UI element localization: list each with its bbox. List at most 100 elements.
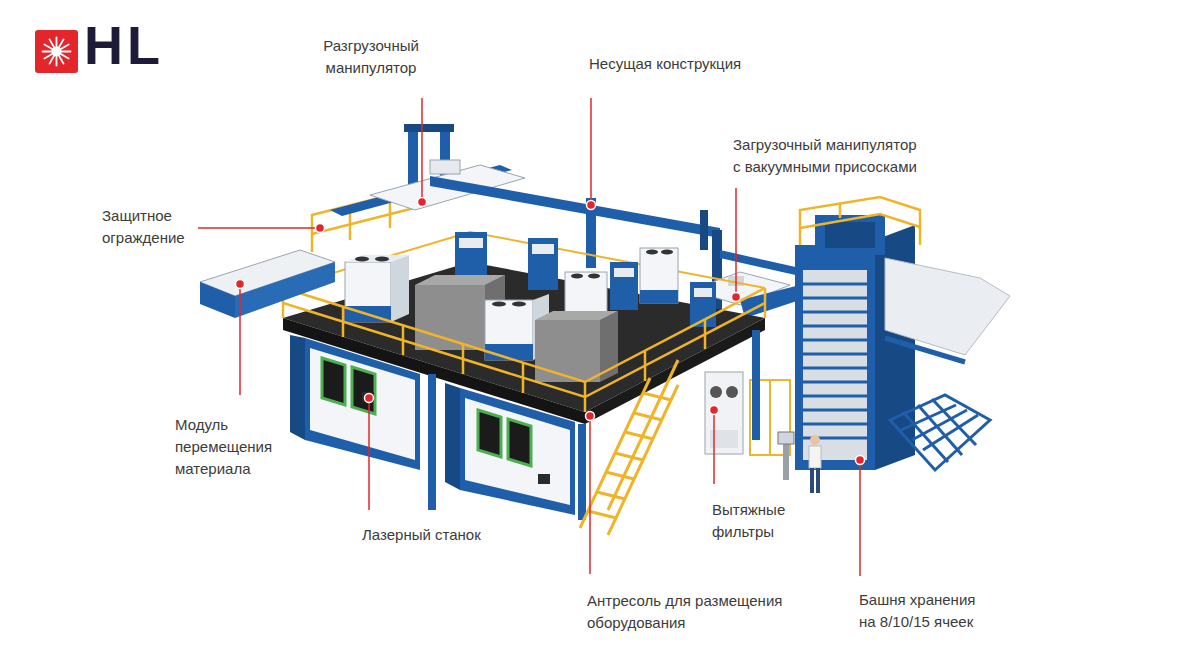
platform-equipment xyxy=(512,302,526,307)
loading-manipulator xyxy=(720,250,800,276)
platform-equipment xyxy=(391,255,409,322)
laser-machine xyxy=(352,367,375,414)
operator-kiosk xyxy=(810,435,820,445)
laser-machine xyxy=(460,388,575,515)
leader-line xyxy=(859,464,861,576)
platform-equipment xyxy=(345,262,391,322)
part-label: Антресоль для размещения оборудования xyxy=(587,590,822,634)
leader-dot xyxy=(732,293,741,302)
operator-kiosk xyxy=(778,432,821,493)
laser-machine xyxy=(445,383,460,490)
protective-fence xyxy=(769,380,771,455)
platform-equipment xyxy=(492,302,506,307)
storage-tower xyxy=(803,409,867,412)
storage-tower xyxy=(885,258,1010,355)
storage-tower xyxy=(803,297,867,300)
storage-tower xyxy=(839,204,842,218)
part-label: Разгрузочный манипулятор xyxy=(296,35,446,79)
unloading-manipulator xyxy=(330,124,525,216)
leader-line xyxy=(239,288,241,395)
stairs xyxy=(625,432,653,439)
operator-kiosk xyxy=(810,468,814,493)
stairs xyxy=(634,413,662,420)
part-label: Несущая конструкция xyxy=(589,53,741,75)
part-label: Лазерный станок xyxy=(362,524,481,546)
storage-tower xyxy=(803,423,867,426)
storage-tower xyxy=(740,197,1010,470)
storage-tower xyxy=(803,284,867,438)
leader-dot xyxy=(316,224,325,233)
transfer-module xyxy=(200,250,335,318)
part-label: Башня хранения на 8/10/15 ячеек xyxy=(859,589,985,633)
sheet-rack xyxy=(918,405,962,455)
platform-equipment xyxy=(375,257,389,262)
storage-tower xyxy=(815,215,885,255)
part-label: Модуль перемещения материала xyxy=(175,414,280,480)
storage-tower xyxy=(803,311,867,314)
platform-equipment xyxy=(640,290,678,303)
operator-kiosk xyxy=(816,468,820,493)
platform-equipment xyxy=(415,275,505,285)
storage-tower xyxy=(825,222,875,248)
logo-text: HL xyxy=(84,14,164,76)
storage-tower xyxy=(803,339,867,342)
stairs xyxy=(608,360,678,510)
stairs xyxy=(597,492,625,499)
leader-line xyxy=(589,420,591,574)
platform-equipment xyxy=(528,238,558,290)
sheet-rack xyxy=(890,395,990,470)
leader-line xyxy=(590,98,592,201)
platform-equipment xyxy=(588,274,600,279)
logo-mark xyxy=(35,30,78,73)
platform-equipment xyxy=(459,238,483,248)
railing xyxy=(342,307,345,337)
platform-equipment xyxy=(646,250,658,255)
platform-equipment xyxy=(535,311,618,320)
laser-machine xyxy=(478,410,501,457)
leader-line xyxy=(421,98,423,198)
support-column xyxy=(752,330,760,440)
leader-line xyxy=(713,414,715,484)
platform-equipment xyxy=(355,257,369,262)
leader-dot xyxy=(587,201,596,210)
logo-mark xyxy=(52,47,62,57)
leader-line xyxy=(198,227,316,229)
platform-equipment xyxy=(614,268,634,277)
storage-tower xyxy=(803,270,867,460)
sheet-rack xyxy=(890,395,990,470)
stairs xyxy=(606,472,634,479)
part-label: Вытяжные фильтры xyxy=(712,499,807,543)
platform-equipment xyxy=(535,320,600,382)
operator-kiosk xyxy=(783,440,789,480)
storage-tower xyxy=(800,197,920,245)
storage-tower xyxy=(803,325,867,328)
storage-tower xyxy=(740,285,800,318)
leader-line xyxy=(735,188,737,293)
exhaust-filter xyxy=(705,372,743,454)
leader-dot xyxy=(418,198,427,207)
support-column xyxy=(578,424,586,520)
support-structure xyxy=(430,176,720,238)
exhaust-filter xyxy=(710,386,722,398)
laser-machine xyxy=(310,348,415,460)
laser-machine xyxy=(322,358,345,405)
sheet-rack xyxy=(903,412,948,462)
platform-equipment xyxy=(345,255,409,262)
platform-equipment xyxy=(694,288,712,297)
platform-equipment xyxy=(610,262,638,310)
storage-tower xyxy=(803,395,867,398)
laser-machine xyxy=(290,335,305,440)
sheet-rack xyxy=(932,399,976,445)
railing xyxy=(704,319,707,349)
leader-line xyxy=(368,402,370,510)
railing xyxy=(402,325,405,355)
part-label: Загрузочный манипулятор с вакуумными при… xyxy=(733,134,924,178)
railing xyxy=(462,344,465,374)
stairs xyxy=(580,360,678,535)
storage-tower xyxy=(800,214,920,228)
transfer-module xyxy=(200,282,235,318)
railing xyxy=(764,288,767,318)
platform-equipment xyxy=(640,248,678,303)
